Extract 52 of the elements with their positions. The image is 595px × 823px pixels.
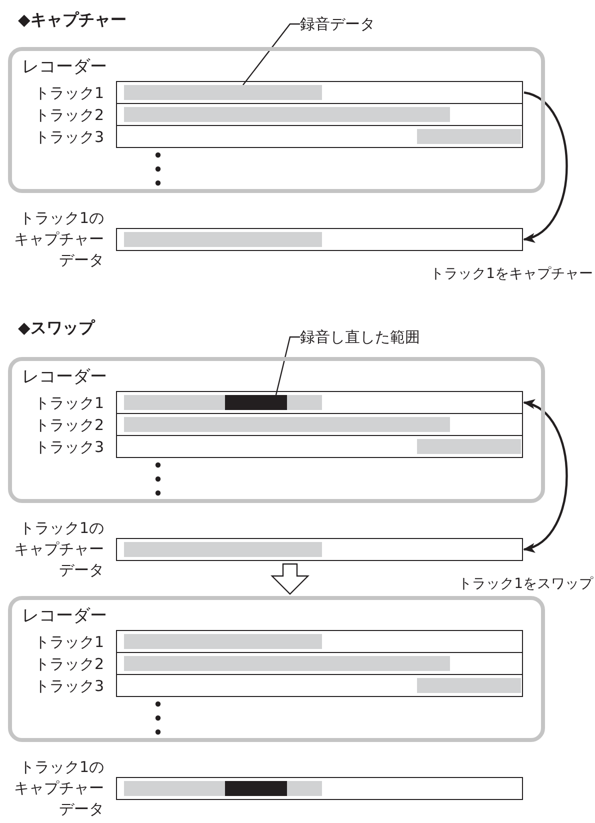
arrow (523, 401, 568, 551)
track-bar (116, 652, 523, 675)
recorded-segment (124, 394, 322, 410)
track-label: トラック1 (33, 392, 104, 412)
recorded-segment (124, 780, 322, 796)
track-label: トラック3 (33, 676, 104, 696)
recorded-segment (416, 678, 521, 693)
track-label: トラック3 (33, 436, 104, 456)
track-bar (116, 103, 523, 126)
rerecorded-segment (224, 394, 287, 410)
section-heading: ◆キャプチャー (18, 10, 126, 31)
callout-text: 録音し直した範囲 (300, 326, 420, 348)
recorded-segment (124, 84, 322, 100)
capture-bar (116, 228, 523, 251)
track-label: トラック1 (33, 632, 104, 652)
track-bar (116, 125, 523, 148)
capture-bar (116, 777, 523, 800)
arrow (523, 91, 568, 241)
section-heading: ◆スワップ (18, 318, 94, 339)
track-bar (116, 391, 523, 414)
down-arrow (270, 563, 310, 595)
track-label: トラック2 (33, 414, 104, 434)
track-bar (116, 674, 523, 697)
capture-label: トラック1のキャプチャーデータ (13, 518, 104, 580)
recorder-panel (8, 47, 545, 193)
track-label: トラック1 (33, 82, 104, 102)
recorded-segment (124, 634, 322, 649)
rerecorded-segment (224, 780, 287, 796)
track-label: トラック2 (33, 654, 104, 674)
recorded-segment (416, 438, 521, 454)
panel-title: レコーダー (22, 57, 107, 77)
panel-title: レコーダー (22, 606, 107, 626)
capture-bar (116, 538, 523, 561)
track-bar (116, 630, 523, 653)
recorded-segment (124, 232, 322, 247)
recorded-segment (416, 128, 521, 144)
recorder-panel (8, 357, 545, 503)
track-label: トラック3 (33, 126, 104, 146)
capture-label: トラック1のキャプチャーデータ (13, 756, 104, 820)
track-label: トラック2 (33, 104, 104, 124)
leader-line (242, 23, 300, 86)
recorded-segment (124, 416, 450, 432)
recorder-panel (8, 596, 545, 742)
track-bar (116, 81, 523, 104)
recorded-segment (124, 106, 450, 122)
recorded-segment (124, 542, 322, 557)
track-bar (116, 413, 523, 436)
panel-title: レコーダー (22, 367, 107, 387)
recorded-segment (124, 656, 450, 671)
capture-label: トラック1のキャプチャーデータ (13, 208, 104, 270)
track-bar (116, 435, 523, 458)
callout-text: 録音データ (300, 13, 375, 35)
